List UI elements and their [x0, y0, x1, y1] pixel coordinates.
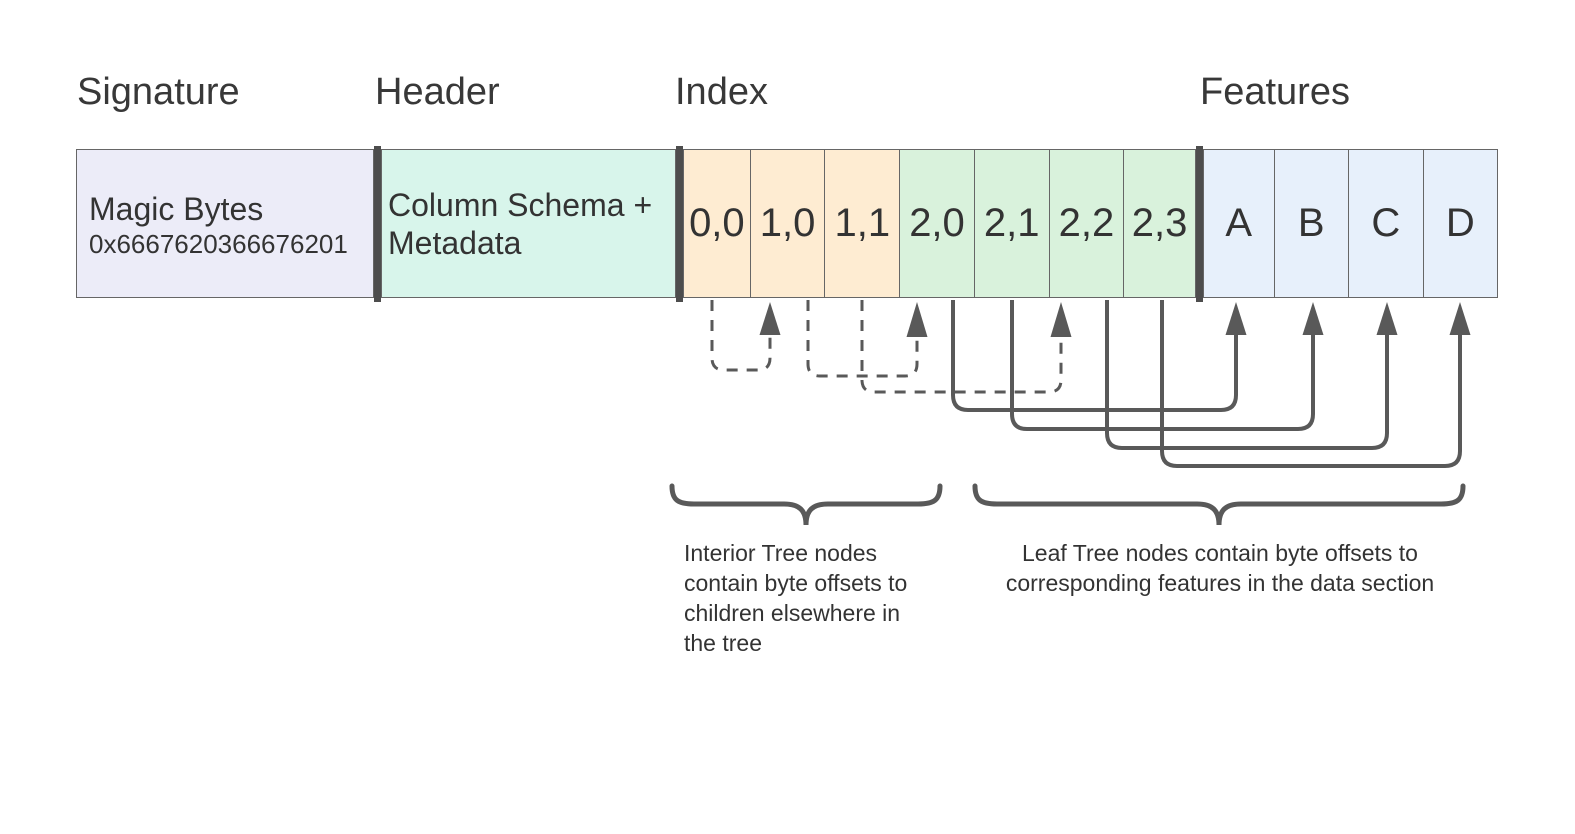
arrow-node11-to-node22: [860, 300, 1063, 394]
features-block: A B C D: [1203, 149, 1498, 298]
index-features-separator: [1196, 146, 1203, 302]
arrowhead-feature-c: [1376, 302, 1398, 335]
feature-cell-b: B: [1273, 150, 1349, 297]
leaf-nodes-brace: [972, 483, 1466, 526]
arrow-node00-to-node10: [710, 300, 772, 372]
index-node-1-0: 1,0: [749, 150, 825, 297]
interior-caption-line: contain byte offsets to: [684, 570, 908, 596]
arrowhead-node10: [759, 302, 781, 335]
leaf-nodes-caption: Leaf Tree nodes contain byte offsets to …: [980, 538, 1460, 598]
arrow-node23-to-feature-d: [1160, 300, 1462, 468]
header-index-separator: [676, 146, 683, 302]
interior-nodes-brace: [669, 483, 943, 526]
interior-caption-line: the tree: [684, 630, 762, 656]
feature-cell-d: D: [1422, 150, 1498, 297]
feature-cell-c: C: [1348, 150, 1423, 297]
header-block: Column Schema + Metadata: [381, 149, 676, 298]
index-node-2-3: 2,3: [1123, 150, 1195, 297]
index-node-2-1: 2,1: [973, 150, 1049, 297]
interior-nodes-caption: Interior Tree nodes contain byte offsets…: [684, 538, 964, 658]
arrow-node22-to-feature-c: [1105, 300, 1389, 450]
features-section-label: Features: [1200, 71, 1350, 113]
index-section-label: Index: [675, 71, 768, 113]
arrowhead-node20: [906, 302, 928, 337]
header-section-label: Header: [375, 71, 500, 113]
leaf-caption-line: Leaf Tree nodes contain byte offsets to: [1022, 540, 1418, 566]
index-block: 0,0 1,0 1,1 2,0 2,1 2,2 2,3: [683, 149, 1196, 298]
signature-block: Magic Bytes 0x6667620366676201: [76, 149, 374, 298]
feature-cell-a: A: [1204, 150, 1274, 297]
index-node-0-0: 0,0: [684, 150, 750, 297]
signature-header-separator: [374, 146, 381, 302]
arrowhead-feature-a: [1225, 302, 1247, 335]
arrowhead-feature-b: [1302, 302, 1324, 335]
arrow-node10-to-node20: [806, 300, 919, 378]
index-node-1-1: 1,1: [824, 150, 900, 297]
column-schema-cell: Column Schema + Metadata: [388, 186, 653, 261]
magic-bytes-hex: 0x6667620366676201: [89, 228, 348, 259]
magic-bytes-cell: Magic Bytes 0x6667620366676201: [77, 150, 348, 297]
arrowhead-node22: [1050, 302, 1072, 337]
leaf-caption-line: corresponding features in the data secti…: [1005, 570, 1435, 596]
magic-bytes-title: Magic Bytes: [89, 190, 264, 227]
arrow-node20-to-feature-a: [951, 300, 1238, 412]
interior-caption-line: children elsewhere in: [684, 600, 901, 626]
signature-section-label: Signature: [77, 71, 240, 113]
arrowhead-feature-d: [1449, 302, 1471, 335]
interior-caption-line: Interior Tree nodes: [684, 540, 878, 566]
index-node-2-2: 2,2: [1048, 150, 1124, 297]
arrow-node21-to-feature-b: [1010, 300, 1315, 431]
index-node-2-0: 2,0: [899, 150, 974, 297]
